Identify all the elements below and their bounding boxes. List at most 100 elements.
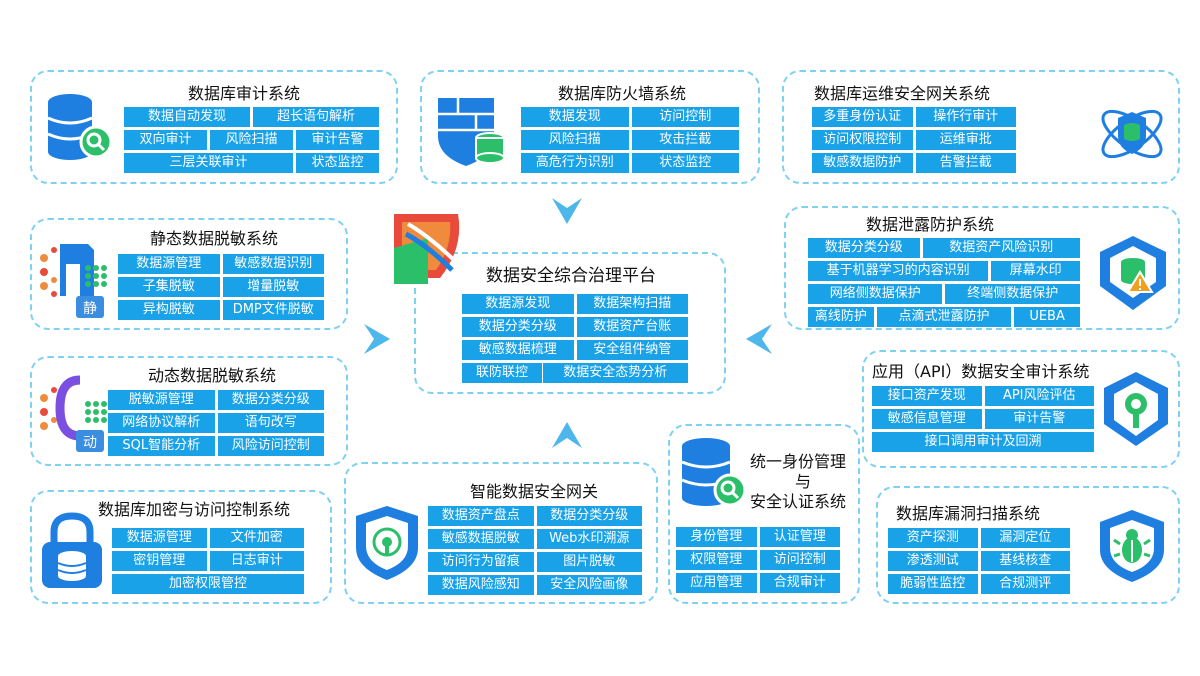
api-audit-features: 接口资产发现 API风险评估 敏感信息管理 审计告警 接口调用审计及回溯 [872, 386, 1094, 452]
feature-chip: 敏感数据防护 [812, 153, 913, 173]
feature-chip: 风险扫描 [521, 130, 629, 150]
feature-chip: 认证管理 [759, 527, 840, 547]
feature-chip: 离线防护 [808, 307, 874, 327]
dlp-title: 数据泄露防护系统 [866, 215, 995, 234]
center-platform-title: 数据安全综合治理平台 [486, 266, 656, 286]
feature-chip: 身份管理 [676, 527, 757, 547]
api-key-shield-icon [1104, 372, 1168, 446]
arrow-left-icon [746, 324, 772, 354]
feature-chip: 数据源管理 [112, 528, 207, 548]
feature-chip: 数据资产风险识别 [922, 238, 1080, 258]
data-leak-shield-icon [1100, 236, 1166, 310]
feature-chip: 合规测评 [980, 574, 1070, 594]
feature-chip: 操作行审计 [915, 107, 1016, 127]
database-search-icon [681, 438, 747, 507]
lock-database-icon [42, 512, 102, 588]
bug-shield-icon [1100, 510, 1164, 582]
feature-chip: 访问控制 [759, 550, 840, 570]
feature-chip: 文件加密 [209, 528, 304, 548]
encrypt-features: 数据源管理 文件加密 密钥管理 日志审计 加密权限管控 [112, 528, 304, 594]
feature-chip: 网络协议解析 [108, 413, 215, 433]
vuln-scan-title: 数据库漏洞扫描系统 [896, 504, 1041, 523]
feature-chip: 双向审计 [124, 130, 207, 150]
feature-chip: 屏幕水印 [991, 261, 1080, 281]
identity-title-line3: 安全认证系统 [750, 492, 847, 511]
feature-chip: 敏感数据梳理 [462, 340, 574, 360]
db-ops-features: 多重身份认证 操作行审计 访问权限控制 运维审批 敏感数据防护 告警拦截 [812, 107, 1016, 173]
firewall-icon [438, 98, 505, 166]
feature-chip: 数据分类分级 [808, 238, 920, 258]
feature-chip: 基线核查 [980, 551, 1070, 571]
platform-logo-icon [394, 214, 462, 284]
static-mask-features: 数据源管理 敏感数据识别 子集脱敏 增量脱敏 异构脱敏 DMP文件脱敏 [118, 254, 324, 320]
feature-chip: API风险评估 [984, 386, 1094, 406]
db-firewall-title: 数据库防火墙系统 [558, 84, 687, 103]
feature-chip: 三层关联审计 [124, 153, 293, 173]
feature-chip: 异构脱敏 [118, 300, 220, 320]
feature-chip: SQL智能分析 [108, 436, 215, 456]
feature-chip: 攻击拦截 [631, 130, 739, 150]
feature-chip: 数据风险感知 [428, 575, 534, 595]
identity-title-line1: 统一身份管理 [750, 452, 847, 471]
feature-chip: 安全组件纳管 [576, 340, 688, 360]
dynamic-mask-icon: 动 [40, 375, 107, 452]
feature-chip: 敏感数据脱敏 [428, 529, 534, 549]
dlp-features: 数据分类分级 数据资产风险识别 基于机器学习的内容识别 屏幕水印 网络侧数据保护… [808, 238, 1080, 327]
static-mask-title: 静态数据脱敏系统 [150, 229, 279, 248]
feature-chip: 访问权限控制 [812, 130, 913, 150]
feature-chip: 数据自动发现 [124, 107, 250, 127]
feature-chip: 审计告警 [984, 409, 1094, 429]
feature-chip: UEBA [1014, 307, 1080, 327]
feature-chip: 告警拦截 [915, 153, 1016, 173]
feature-chip: 多重身份认证 [812, 107, 913, 127]
feature-chip: 风险扫描 [210, 130, 293, 150]
arrow-right-icon [364, 324, 390, 354]
feature-chip: 敏感信息管理 [872, 409, 982, 429]
feature-chip: 数据源管理 [118, 254, 220, 274]
feature-chip: 语句改写 [217, 413, 324, 433]
arrow-up-icon [552, 422, 582, 448]
feature-chip: 漏洞定位 [980, 528, 1070, 548]
vuln-scan-features: 资产探测 漏洞定位 渗透测试 基线核查 脆弱性监控 合规测评 [888, 528, 1070, 594]
feature-chip: 脆弱性监控 [888, 574, 978, 594]
identity-features: 身份管理 认证管理 权限管理 访问控制 应用管理 合规审计 [676, 527, 840, 593]
feature-chip: Web水印溯源 [536, 529, 642, 549]
db-firewall-features: 数据发现 访问控制 风险扫描 攻击拦截 高危行为识别 状态监控 [521, 107, 739, 173]
dynamic-mask-title: 动态数据脱敏系统 [148, 366, 277, 385]
feature-chip: 终端侧数据保护 [945, 284, 1080, 304]
feature-chip: 状态监控 [631, 153, 739, 173]
identity-title-line2: 与 [795, 472, 812, 491]
network-shield-icon [1101, 109, 1163, 159]
api-audit-title: 应用（API）数据安全审计系统 [872, 362, 1090, 381]
feature-chip: 数据源发现 [462, 294, 574, 314]
feature-chip: 基于机器学习的内容识别 [808, 261, 989, 281]
feature-chip: 数据分类分级 [462, 317, 574, 337]
feature-chip: 权限管理 [676, 550, 757, 570]
feature-chip: 状态监控 [296, 153, 379, 173]
feature-chip: 点滴式泄露防护 [876, 307, 1012, 327]
feature-chip: 网络侧数据保护 [808, 284, 943, 304]
feature-chip: 图片脱敏 [536, 552, 642, 572]
feature-chip: 数据发现 [521, 107, 629, 127]
feature-chip: 风险访问控制 [217, 436, 324, 456]
static-mask-icon: 静 [40, 244, 107, 318]
db-audit-title: 数据库审计系统 [188, 84, 301, 103]
db-audit-features: 数据自动发现 超长语句解析 双向审计 风险扫描 审计告警 三层关联审计 状态监控 [124, 107, 379, 173]
arrow-down-icon [552, 198, 582, 224]
feature-chip: 访问行为留痕 [428, 552, 534, 572]
center-platform-features: 数据源发现 数据架构扫描 数据分类分级 数据资产台账 敏感数据梳理 安全组件纳管… [462, 294, 688, 383]
feature-chip: 数据架构扫描 [576, 294, 688, 314]
feature-chip: 资产探测 [888, 528, 978, 548]
database-search-icon [47, 94, 113, 160]
feature-chip: 数据分类分级 [217, 390, 324, 410]
feature-chip: 审计告警 [296, 130, 379, 150]
db-ops-title: 数据库运维安全网关系统 [814, 84, 991, 103]
feature-chip: 合规审计 [759, 573, 840, 593]
feature-chip: 联防联控 [462, 363, 542, 383]
feature-chip: 接口资产发现 [872, 386, 982, 406]
dynamic-badge-text: 动 [83, 435, 97, 451]
feature-chip: 数据资产台账 [576, 317, 688, 337]
gateway-shield-icon [356, 506, 418, 580]
feature-chip: 超长语句解析 [253, 107, 379, 127]
feature-chip: 子集脱敏 [118, 277, 220, 297]
